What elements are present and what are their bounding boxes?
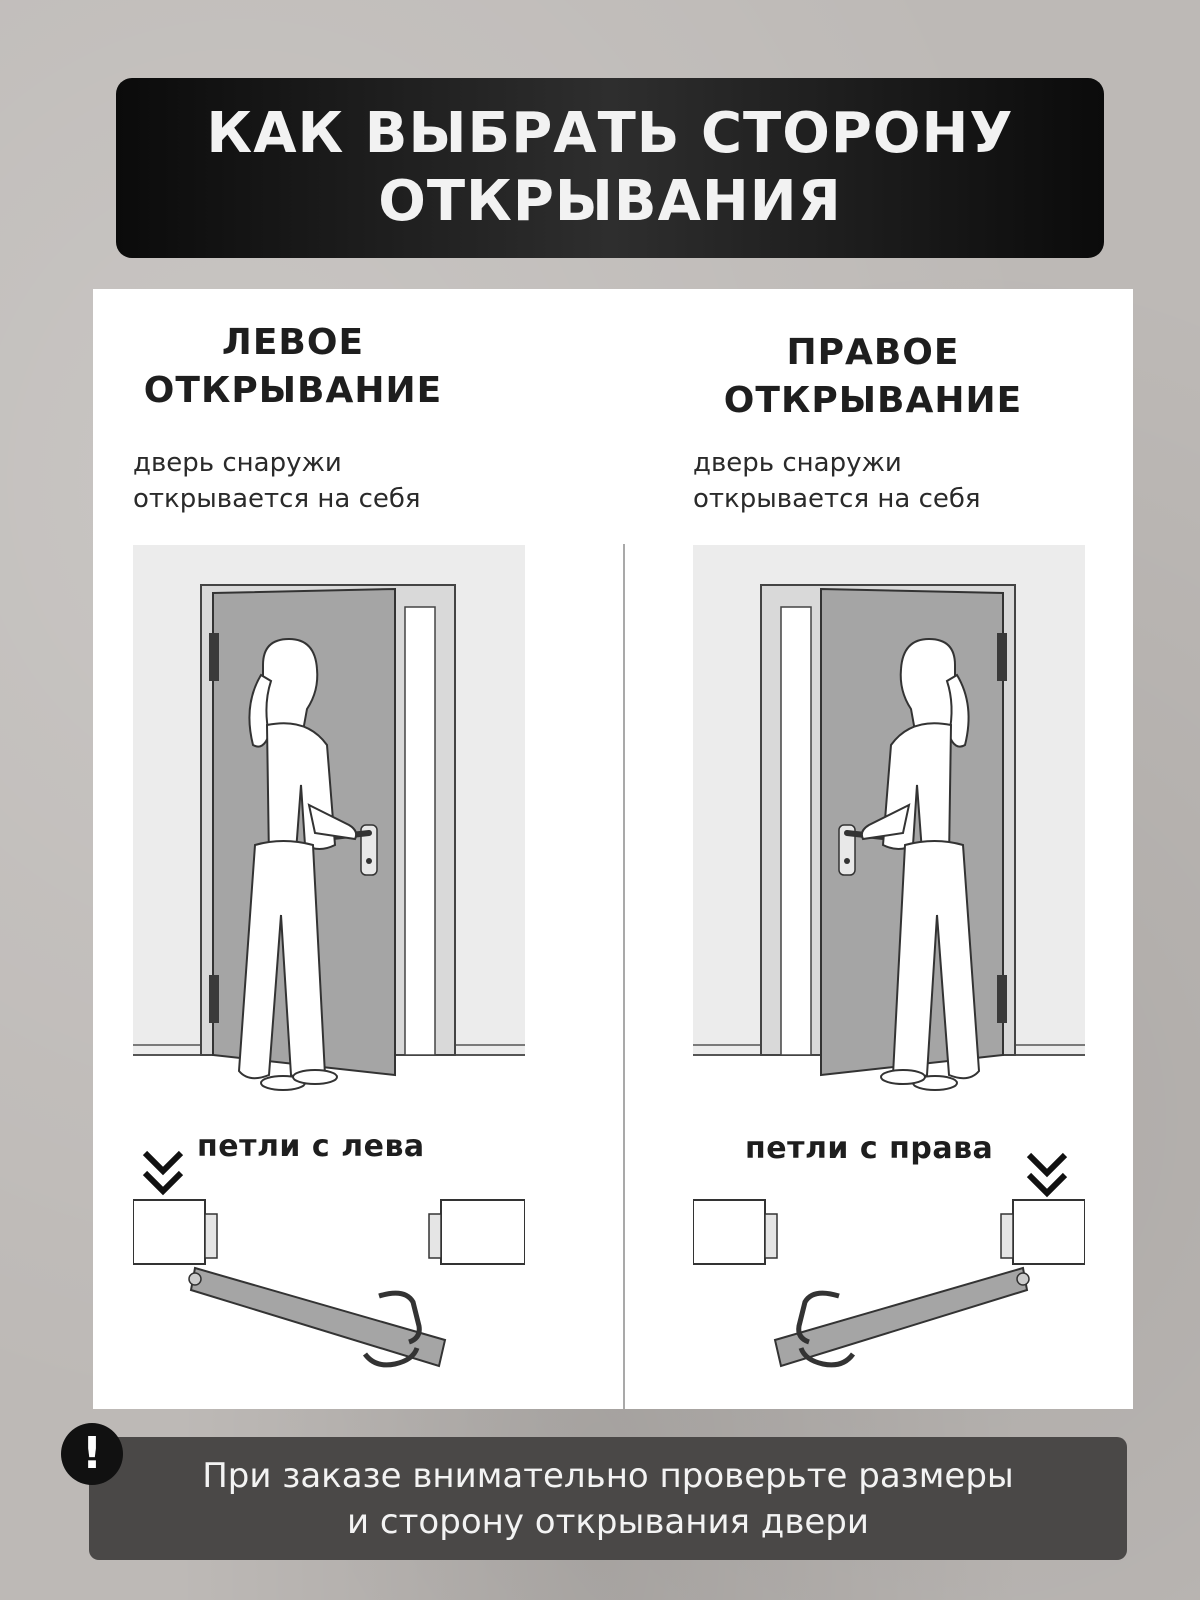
right-heading: ПРАВОЕ ОТКРЫВАНИЕ	[713, 329, 1033, 425]
left-door-plan-view	[133, 1199, 525, 1368]
left-door-illustration	[133, 545, 525, 1091]
left-hinge-bottom-icon	[209, 975, 219, 1023]
person-figure	[237, 637, 358, 1091]
right-heading-line-2: ОТКРЫВАНИЕ	[723, 380, 1023, 421]
right-opening-column: ПРАВОЕ ОТКРЫВАНИЕ дверь снаружи открывае…	[613, 289, 1133, 1409]
note-line-1: При заказе внимательно проверьте размеры	[202, 1455, 1014, 1496]
left-opening-column: ЛЕВОЕ ОТКРЫВАНИЕ дверь снаружи открывает…	[93, 289, 613, 1409]
right-hinge-top-icon	[997, 633, 1007, 681]
title-line-2: ОТКРЫВАНИЯ	[378, 169, 842, 234]
left-desc-line-1: дверь снаружи	[133, 448, 342, 478]
left-heading-line-2: ОТКРЫВАНИЕ	[143, 370, 443, 411]
left-desc-line-2: открывается на себя	[133, 484, 421, 514]
title-line-1: КАК ВЫБРАТЬ СТОРОНУ	[206, 101, 1014, 166]
right-door-illustration	[693, 545, 1085, 1091]
title-banner: КАК ВЫБРАТЬ СТОРОНУ ОТКРЫВАНИЯ	[116, 78, 1104, 258]
info-card: ЛЕВОЕ ОТКРЫВАНИЕ дверь снаружи открывает…	[93, 289, 1133, 1409]
exclamation-icon: !	[61, 1423, 123, 1485]
column-divider	[623, 544, 625, 1409]
left-heading-line-1: ЛЕВОЕ	[221, 322, 365, 363]
chevron-down-icon	[142, 1150, 184, 1196]
right-hinge-bottom-icon	[997, 975, 1007, 1023]
left-description: дверь снаружи открывается на себя	[133, 445, 421, 517]
note-line-2: и сторону открывания двери	[347, 1501, 869, 1542]
person-figure	[860, 637, 981, 1091]
right-heading-line-1: ПРАВОЕ	[786, 332, 960, 373]
left-hinge-top-icon	[209, 633, 219, 681]
left-heading: ЛЕВОЕ ОТКРЫВАНИЕ	[133, 319, 453, 415]
right-desc-line-2: открывается на себя	[693, 484, 981, 514]
chevron-down-icon	[1026, 1152, 1068, 1198]
right-hinge-label: петли с права	[745, 1131, 994, 1166]
right-description: дверь снаружи открывается на себя	[693, 445, 981, 517]
left-hinge-label: петли с лева	[197, 1129, 425, 1164]
right-desc-line-1: дверь снаружи	[693, 448, 902, 478]
order-warning-note: При заказе внимательно проверьте размеры…	[89, 1437, 1127, 1560]
right-door-plan-view	[693, 1199, 1085, 1368]
